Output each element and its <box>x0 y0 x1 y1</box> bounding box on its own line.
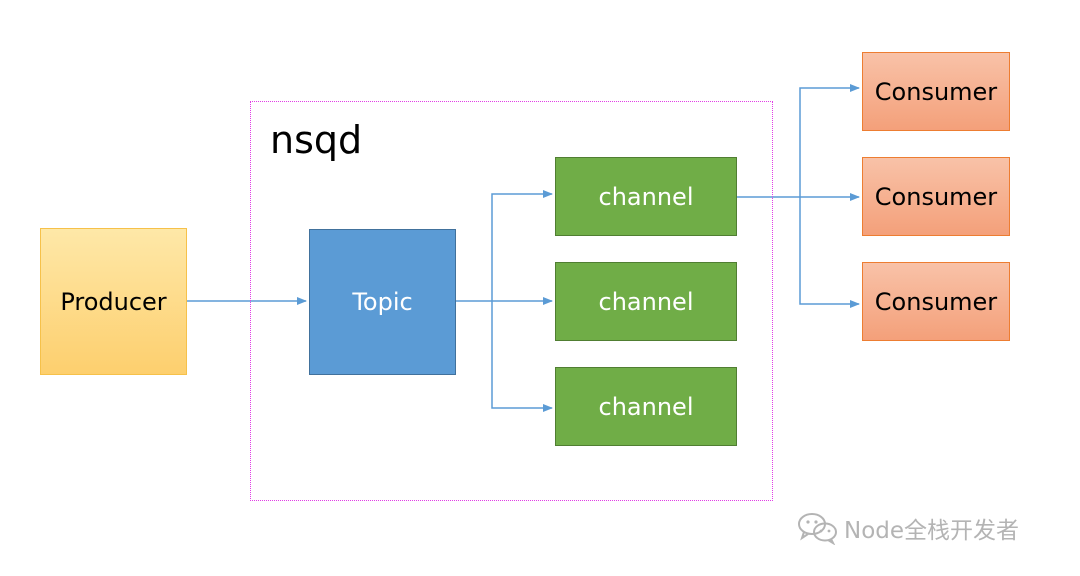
watermark-text: Node全栈开发者 <box>844 518 1020 544</box>
channel-box-2: channel <box>555 262 737 341</box>
topic-box: Topic <box>309 229 456 375</box>
channel-label: channel <box>598 287 694 316</box>
producer-box: Producer <box>40 228 187 375</box>
topic-to-channel-3-arrow <box>491 301 553 412</box>
channel-to-consumer-1-arrow <box>799 84 860 197</box>
channel-label: channel <box>598 182 694 211</box>
topic-label: Topic <box>352 288 413 316</box>
consumer-label: Consumer <box>874 287 998 316</box>
topic-to-channel-1-arrow <box>491 190 553 301</box>
consumer-box-1: Consumer <box>862 52 1010 131</box>
channel-to-consumer-3-arrow <box>799 197 860 308</box>
nsqd-container <box>250 101 773 501</box>
wechat-icon <box>796 511 840 545</box>
watermark: Node全栈开发者 <box>796 510 1019 546</box>
nsqd-label: nsqd <box>270 118 363 162</box>
channel-box-3: channel <box>555 367 737 446</box>
consumer-label: Consumer <box>874 77 998 106</box>
producer-label: Producer <box>60 287 167 316</box>
channel-box-1: channel <box>555 157 737 236</box>
consumer-box-3: Consumer <box>862 262 1010 341</box>
consumer-box-2: Consumer <box>862 157 1010 236</box>
consumer-label: Consumer <box>874 182 998 211</box>
channel-label: channel <box>598 392 694 421</box>
